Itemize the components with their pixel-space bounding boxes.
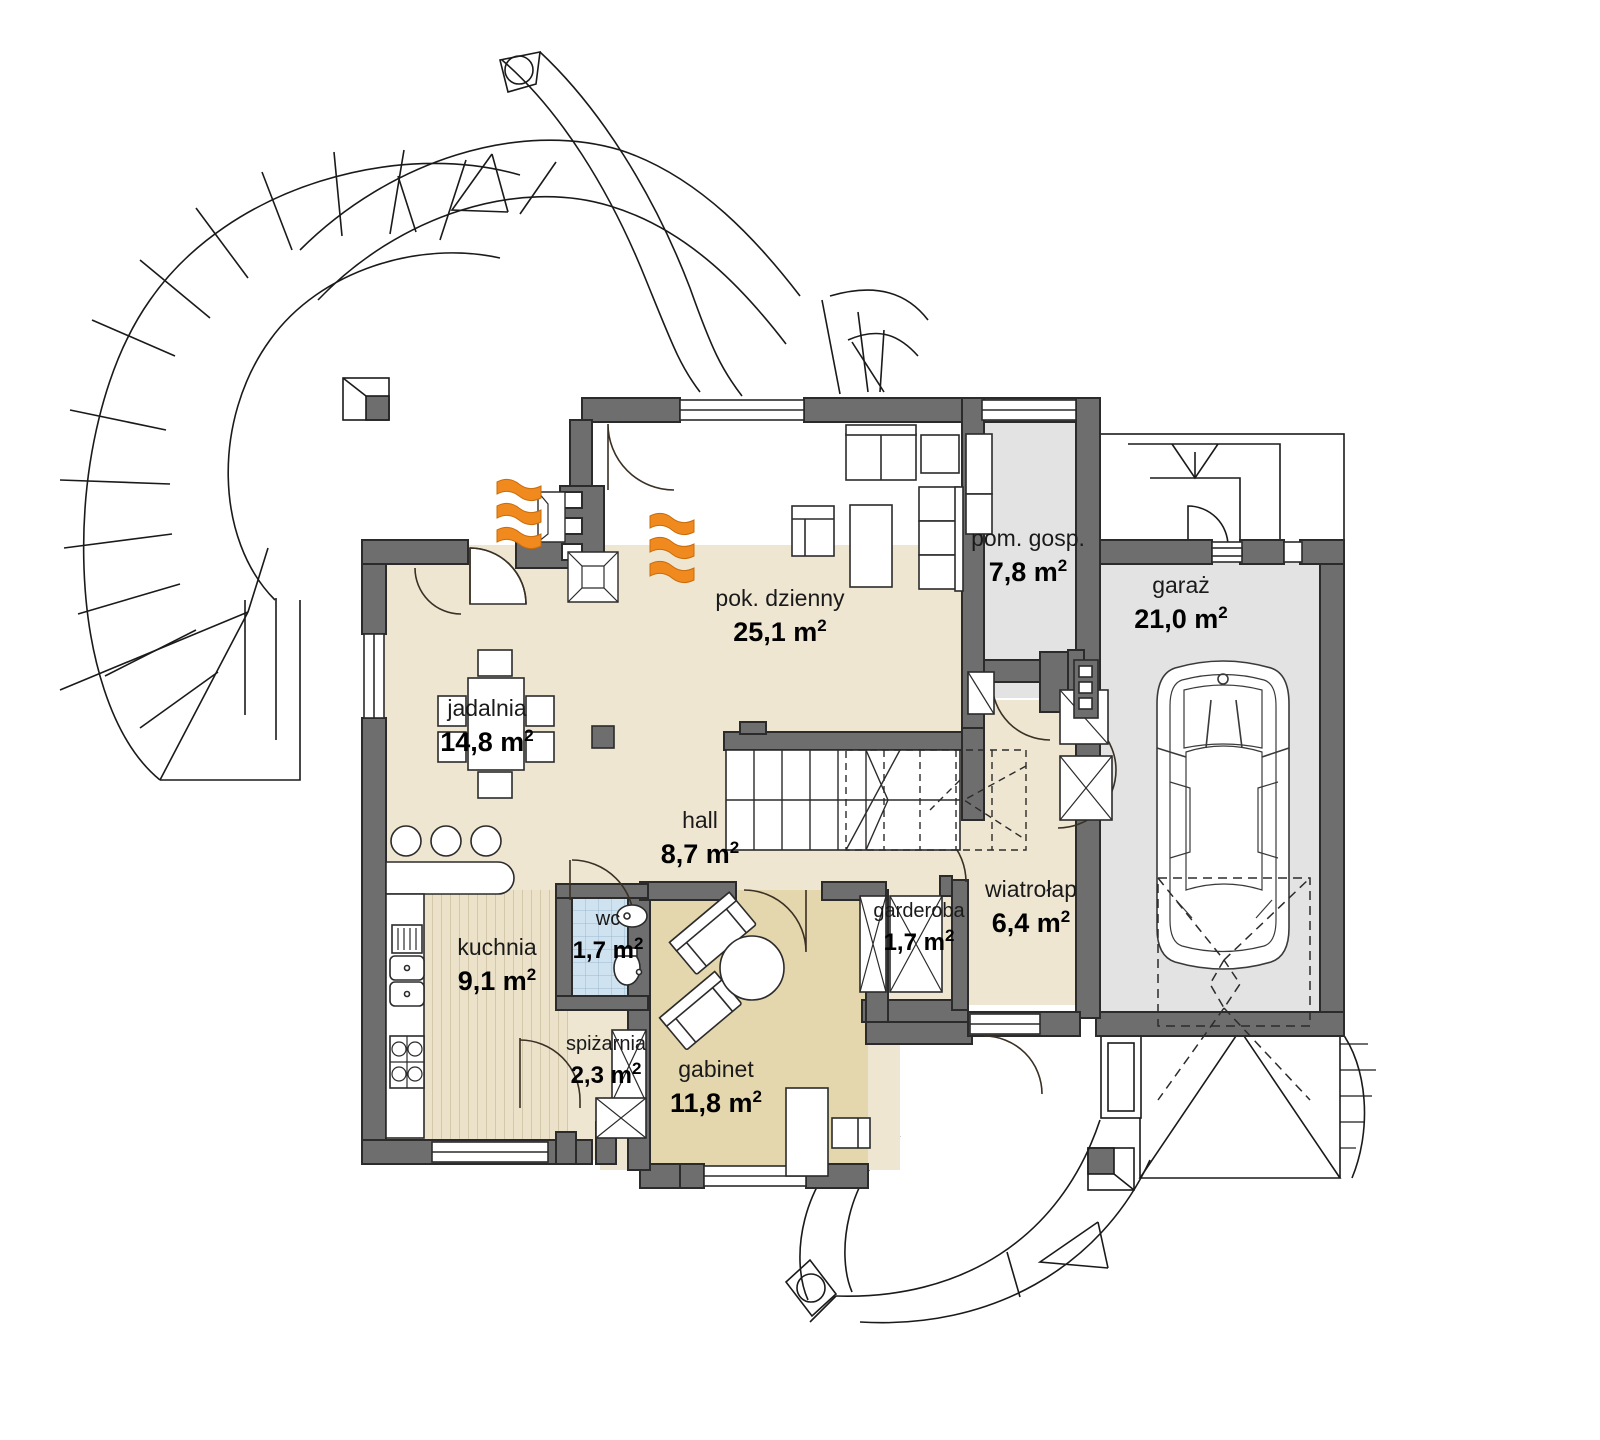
label-garderoba-name: garderoba — [873, 900, 965, 922]
room-labels: pok. dzienny 25,1 m2 jadalnia 14,8 m2 ku… — [440, 525, 1228, 1118]
staircase — [725, 749, 1027, 851]
exterior-site-lines — [59, 50, 929, 781]
fireplace — [496, 478, 695, 603]
label-pom-gosp-name: pom. gosp. — [971, 525, 1085, 551]
label-kuchnia-area: 9,1 m2 — [458, 965, 537, 996]
label-wc-area: 1,7 m2 — [573, 934, 644, 964]
label-spizarnia-name: spiżarnia — [566, 1033, 647, 1055]
label-jadalnia-area: 14,8 m2 — [440, 726, 534, 757]
label-pok-dzienny-name: pok. dzienny — [715, 585, 845, 611]
label-garaz-area: 21,0 m2 — [1134, 603, 1228, 634]
label-pok-dzienny-area: 25,1 m2 — [733, 616, 827, 647]
label-pom-gosp-area: 7,8 m2 — [989, 556, 1068, 587]
label-kuchnia-name: kuchnia — [457, 934, 536, 960]
label-spizarnia-area: 2,3 m2 — [571, 1059, 642, 1089]
car — [1156, 660, 1290, 970]
label-jadalnia-name: jadalnia — [446, 695, 526, 721]
label-gabinet-area: 11,8 m2 — [670, 1087, 762, 1118]
label-garderoba-area: 1,7 m2 — [884, 926, 955, 956]
label-gabinet-name: gabinet — [678, 1056, 754, 1082]
label-wc-name: wc — [595, 908, 620, 930]
label-garaz-name: garaż — [1152, 572, 1210, 598]
label-wiatrolap-area: 6,4 m2 — [992, 907, 1071, 938]
garage-door-swing — [1157, 877, 1311, 1101]
label-hall-area: 8,7 m2 — [661, 838, 740, 869]
label-hall-name: hall — [682, 807, 718, 833]
furniture — [385, 424, 1113, 1177]
label-wiatrolap-name: wiatrołap — [984, 876, 1077, 902]
